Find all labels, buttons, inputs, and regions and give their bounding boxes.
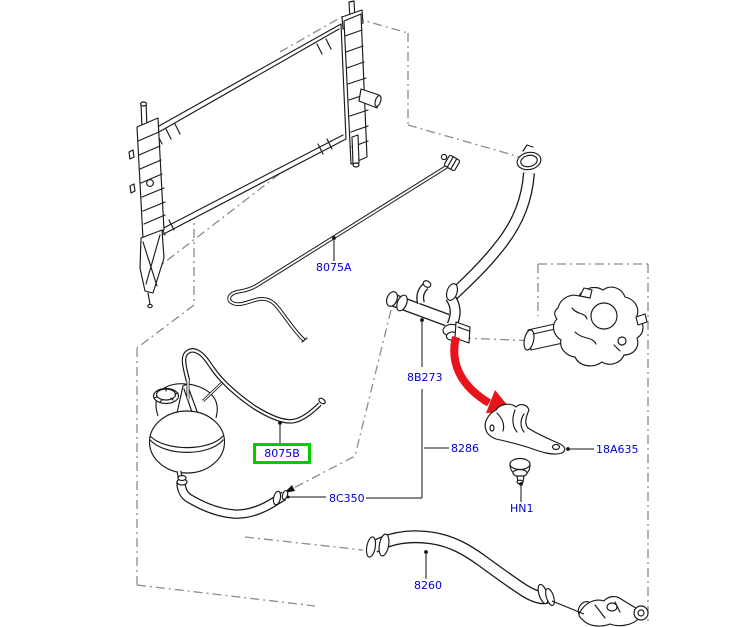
thermostat-drawing bbox=[577, 595, 649, 627]
hose-8260-drawing bbox=[365, 533, 555, 607]
highlighted-part-label-8075b[interactable]: 8075B bbox=[253, 443, 311, 464]
hose-8c350-drawing bbox=[177, 474, 289, 515]
expansion-tank-drawing bbox=[148, 379, 226, 483]
zone-boundary-dash-lines bbox=[136, 14, 649, 622]
part-label-8b273[interactable]: 8B273 bbox=[406, 371, 444, 384]
radiator-drawing bbox=[128, 0, 382, 309]
part-label-8c350[interactable]: 8C350 bbox=[328, 492, 366, 505]
red-callout-arrow bbox=[450, 336, 513, 413]
water-pump-drawing bbox=[523, 286, 648, 367]
junction-8286-drawing bbox=[385, 280, 471, 344]
part-label-hn1[interactable]: HN1 bbox=[509, 502, 535, 515]
upper-hose-8b273-drawing bbox=[452, 144, 542, 296]
nut-hn1-drawing bbox=[509, 457, 531, 485]
part-label-8075a[interactable]: 8075A bbox=[315, 261, 353, 274]
hose-8075a-drawing bbox=[227, 153, 461, 343]
highlighted-part-label-text: 8075B bbox=[264, 447, 300, 460]
part-label-8260[interactable]: 8260 bbox=[413, 579, 443, 592]
part-label-18a635[interactable]: 18A635 bbox=[595, 443, 640, 456]
bracket-18a635-drawing bbox=[484, 403, 566, 455]
leader-lines bbox=[278, 236, 594, 615]
hose-8075b-drawing bbox=[184, 350, 326, 421]
part-label-8286[interactable]: 8286 bbox=[450, 442, 480, 455]
